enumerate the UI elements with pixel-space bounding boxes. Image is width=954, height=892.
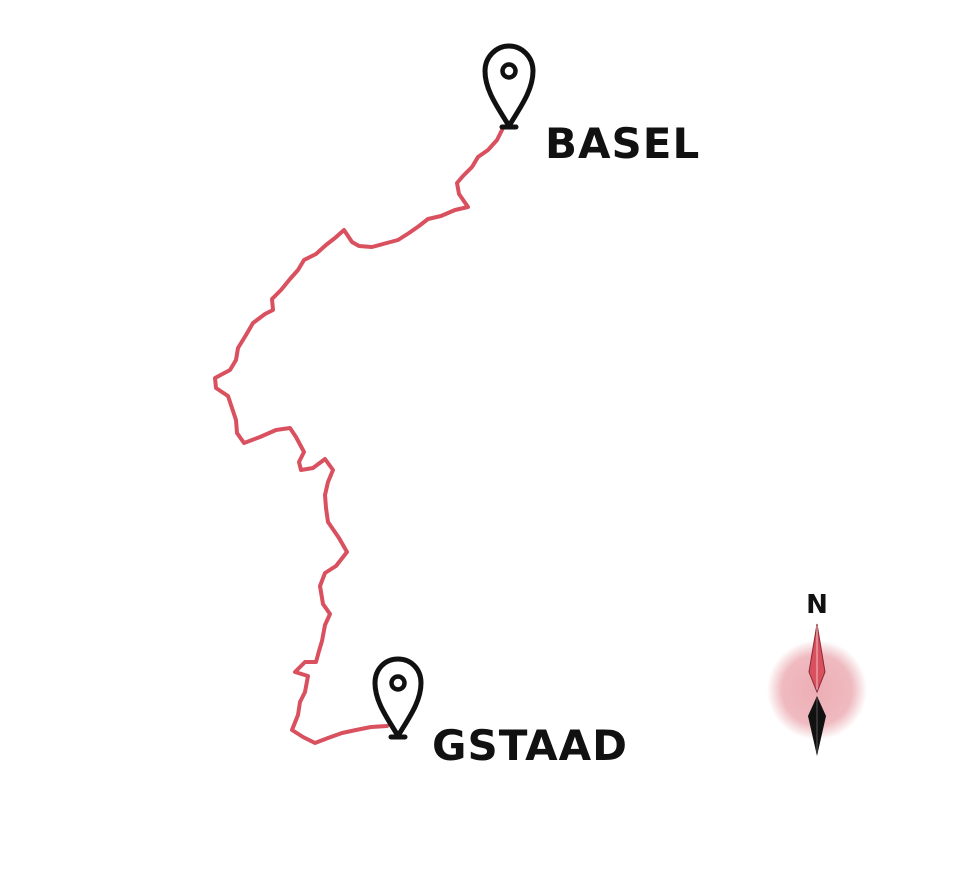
marker-gstaad-label: GSTAAD [432, 721, 628, 770]
compass-north-label: N [806, 590, 828, 620]
marker-basel-label: BASEL [545, 119, 700, 168]
compass: N [767, 590, 867, 756]
map-pin-icon [372, 656, 424, 740]
marker-basel[interactable] [482, 43, 536, 130]
marker-gstaad[interactable] [372, 656, 424, 740]
compass-rose-icon [808, 623, 826, 756]
map-pin-icon [482, 43, 536, 130]
route-line [213, 126, 505, 745]
